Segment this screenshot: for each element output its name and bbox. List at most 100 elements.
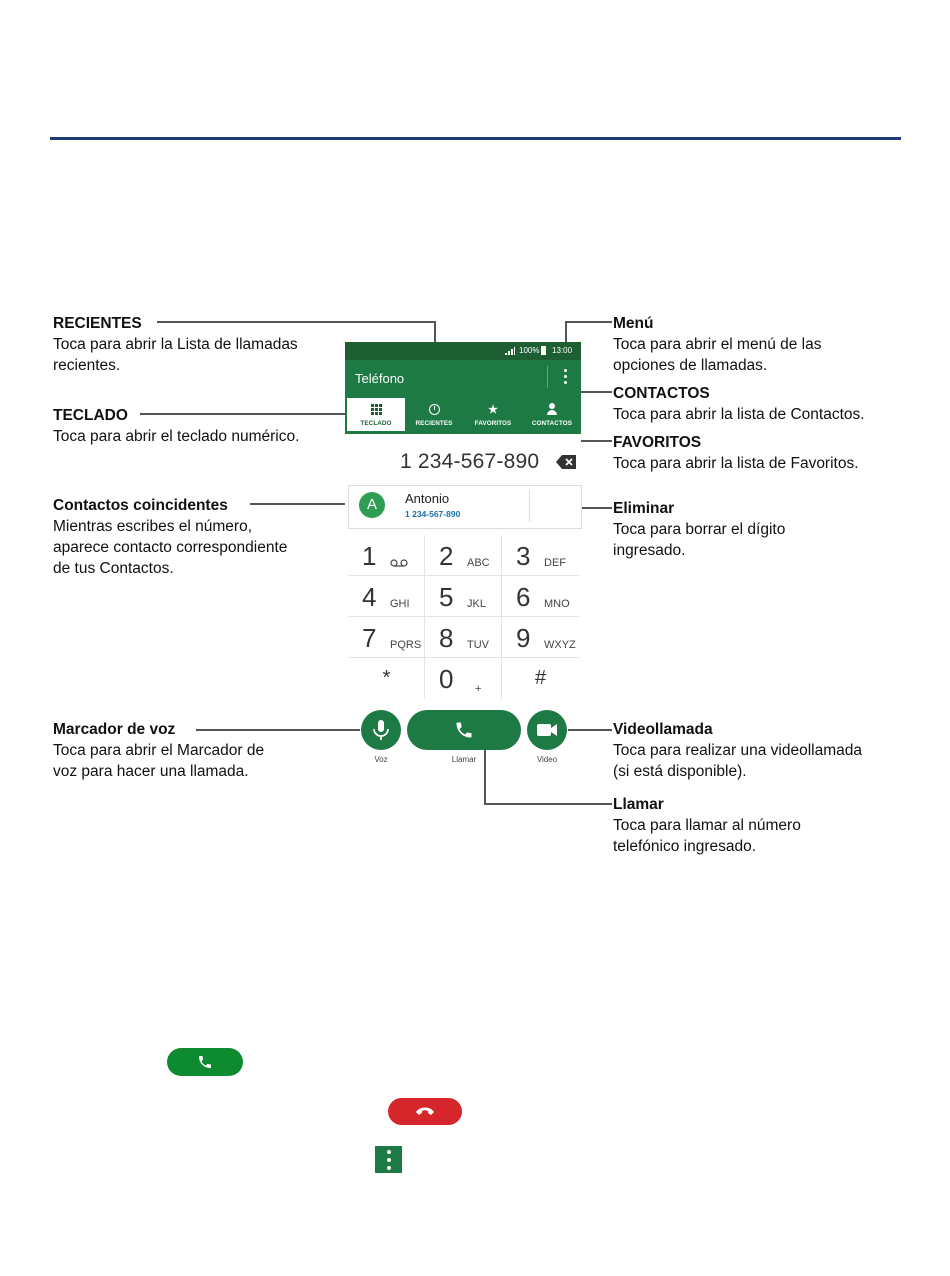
dialpad-key-3[interactable]: 3 DEF	[502, 535, 579, 576]
annotation-title: Llamar	[613, 796, 664, 813]
key-digit: 4	[362, 582, 377, 612]
inline-call-button[interactable]	[167, 1048, 243, 1076]
dialpad-key-hash[interactable]: #	[502, 658, 579, 699]
tab-recientes[interactable]: RECIENTES	[405, 398, 463, 434]
leader-line-recientes	[157, 321, 435, 323]
dialed-number: 1 234-567-890	[400, 450, 540, 473]
key-letters: GHI	[390, 598, 410, 610]
key-digit: 7	[362, 623, 377, 653]
grid-icon	[370, 404, 382, 415]
annotation-videollamada: Videollamada Toca para realizar una vide…	[613, 719, 862, 782]
voice-dial-button[interactable]	[361, 710, 401, 750]
voicemail-icon	[390, 559, 408, 567]
key-digit: 2	[439, 541, 454, 571]
tab-contactos[interactable]: CONTACTOS	[523, 398, 581, 434]
backspace-icon[interactable]	[556, 455, 576, 469]
leader-line-marcador	[196, 729, 360, 731]
inline-end-call-button[interactable]	[388, 1098, 462, 1125]
dialpad-key-0[interactable]: 0 +	[425, 658, 502, 699]
annotation-title: Videollamada	[613, 721, 713, 738]
annotation-title: Contactos coincidentes	[53, 497, 228, 514]
leader-line-videollamada	[568, 729, 612, 731]
tab-label: TECLADO	[360, 420, 392, 427]
annotation-desc: de tus Contactos.	[53, 560, 174, 577]
leader-line-contactos	[553, 391, 612, 393]
dialpad-key-6[interactable]: 6 MNO	[502, 576, 579, 617]
annotation-title: FAVORITOS	[613, 434, 702, 451]
video-call-button[interactable]	[527, 710, 567, 750]
app-bar: Teléfono	[345, 360, 581, 398]
battery-percent: 100%	[519, 346, 540, 355]
key-digit: 6	[516, 582, 531, 612]
leader-line-coincidentes	[250, 503, 355, 505]
dialpad-key-1[interactable]: 1	[348, 535, 425, 576]
annotation-favoritos: FAVORITOS Toca para abrir la lista de Fa…	[613, 432, 859, 474]
annotation-desc: opciones de llamadas.	[613, 357, 768, 374]
annotation-desc: recientes.	[53, 357, 121, 374]
annotation-title: Eliminar	[613, 500, 675, 517]
dialpad-key-star[interactable]: *	[348, 658, 425, 699]
annotation-title: TECLADO	[53, 407, 128, 424]
key-digit: #	[534, 667, 547, 689]
video-camera-icon	[537, 724, 557, 736]
status-time: 13:00	[552, 346, 573, 355]
voice-label: Voz	[374, 755, 388, 764]
signal-icon	[505, 347, 515, 355]
person-icon	[546, 403, 558, 415]
key-letters: DEF	[544, 557, 566, 569]
key-digit: 8	[439, 623, 454, 653]
tab-bar: TECLADO RECIENTES ★ FAVORITOS CONTACTOS	[345, 398, 581, 434]
key-letters: +	[475, 683, 482, 695]
annotation-desc: Mientras escribes el número,	[53, 518, 252, 535]
annotation-desc: Toca para abrir la lista de Contactos.	[613, 406, 865, 423]
key-letters: JKL	[467, 598, 486, 610]
key-letters: MNO	[544, 598, 570, 610]
header-rule	[50, 137, 901, 140]
annotation-desc: Toca para realizar una videollamada	[613, 742, 863, 759]
annotation-desc: (si está disponible).	[613, 763, 747, 780]
tab-favoritos[interactable]: ★ FAVORITOS	[464, 398, 522, 434]
annotation-contactos: CONTACTOS Toca para abrir la lista de Co…	[613, 383, 865, 425]
dialpad-key-8[interactable]: 8 TUV	[425, 617, 502, 658]
annotation-desc: ingresado.	[613, 542, 686, 559]
video-label: Video	[536, 755, 558, 764]
overflow-menu-icon[interactable]	[562, 369, 568, 389]
annotation-title: Marcador de voz	[53, 721, 176, 738]
annotation-teclado: TECLADO Toca para abrir el teclado numér…	[53, 405, 299, 447]
annotation-desc: Toca para borrar el dígito	[613, 521, 786, 538]
annotation-title: RECIENTES	[53, 315, 142, 332]
call-label: Llamar	[451, 755, 477, 764]
leader-line-llamar	[484, 750, 486, 804]
annotation-desc: Toca para abrir la Lista de llamadas	[53, 336, 298, 353]
dialpad-key-5[interactable]: 5 JKL	[425, 576, 502, 617]
app-title: Teléfono	[355, 371, 405, 386]
clock-icon	[428, 404, 440, 415]
battery-icon	[541, 346, 546, 355]
annotation-desc: Toca para abrir el menú de las	[613, 336, 822, 353]
dialpad-key-9[interactable]: 9 WXYZ	[502, 617, 579, 658]
tab-label: FAVORITOS	[474, 420, 512, 427]
dialpad-key-4[interactable]: 4 GHI	[348, 576, 425, 617]
dialpad-key-2[interactable]: 2 ABC	[425, 535, 502, 576]
annotation-desc: Toca para abrir el Marcador de	[53, 742, 265, 759]
key-digit: 0	[439, 664, 454, 694]
tab-teclado[interactable]: TECLADO	[347, 398, 405, 434]
annotation-desc: Toca para abrir la lista de Favoritos.	[613, 455, 859, 472]
star-icon: ★	[488, 404, 498, 416]
annotation-desc: telefónico ingresado.	[613, 838, 757, 855]
tab-label: CONTACTOS	[531, 420, 573, 427]
status-bar: 100% 13:00	[345, 342, 581, 360]
dialpad-key-7[interactable]: 7 PQRS	[348, 617, 425, 658]
call-button[interactable]	[407, 710, 521, 750]
key-digit: 9	[516, 623, 531, 653]
annotation-title: Menú	[613, 315, 654, 332]
key-digit: *	[382, 667, 391, 689]
key-digit: 5	[439, 582, 454, 612]
contact-number: 1 234-567-890	[405, 509, 461, 519]
annotation-eliminar: Eliminar Toca para borrar el dígito ingr…	[613, 498, 785, 561]
annotation-marcador-de-voz: Marcador de voz Toca para abrir el Marca…	[53, 719, 264, 782]
microphone-icon	[373, 720, 389, 740]
matching-contact[interactable]: A Antonio 1 234-567-890	[348, 485, 582, 529]
inline-menu-icon[interactable]	[375, 1146, 402, 1173]
key-letters: TUV	[467, 639, 489, 651]
